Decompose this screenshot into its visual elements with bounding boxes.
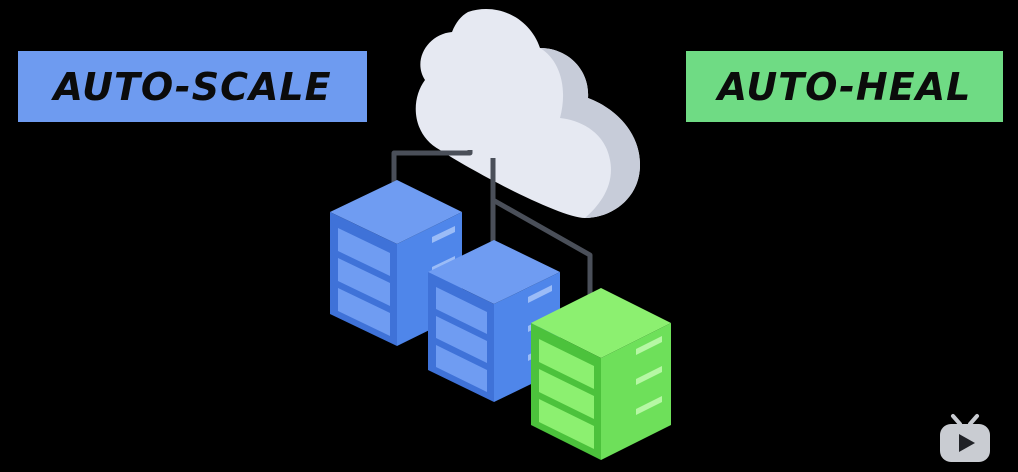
auto-heal-label: AUTO-HEAL — [686, 51, 1003, 122]
cloud-icon — [415, 9, 640, 218]
auto-heal-text: AUTO-HEAL — [717, 64, 972, 109]
server-rack-green — [531, 288, 671, 460]
auto-scale-text: AUTO-SCALE — [53, 64, 332, 109]
auto-scale-label: AUTO-SCALE — [18, 51, 367, 122]
tv-play-icon — [937, 412, 993, 464]
